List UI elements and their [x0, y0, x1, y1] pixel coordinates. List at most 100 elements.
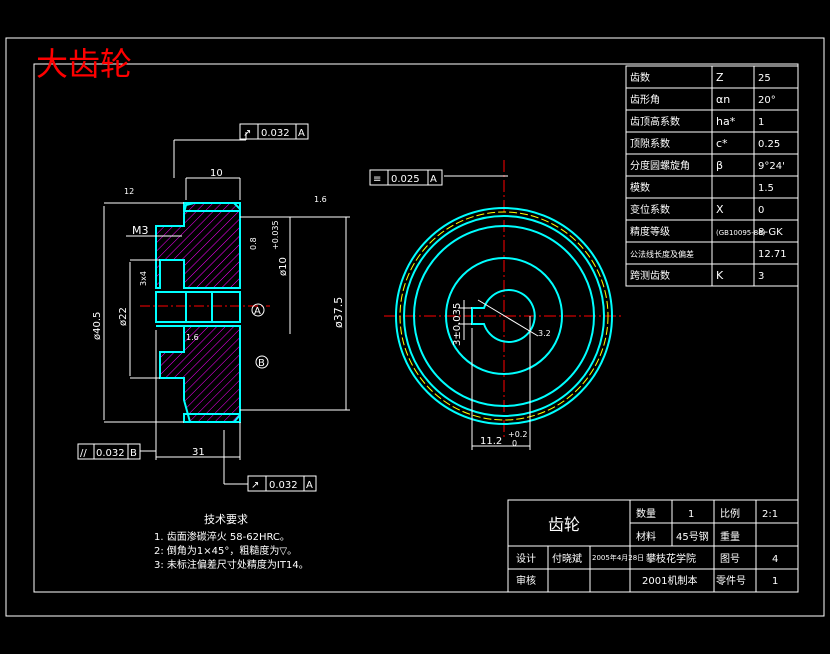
tech-req-item-2: 2: 倒角为1×45°，粗糙度为▽。 — [154, 544, 297, 557]
gear-root-circle — [403, 215, 605, 417]
svg-text:0.032: 0.032 — [96, 448, 125, 459]
param-name: 模数 — [630, 181, 650, 194]
title-check-label: 审核 — [516, 574, 536, 587]
dim-chamfer: 3x4 — [139, 271, 148, 286]
param-value: 1.5 — [758, 183, 774, 194]
dim-keyway-tol-upper: +0.2 — [508, 430, 527, 439]
param-symbol: β — [716, 159, 723, 172]
roughness-16a: 1.6 — [314, 195, 327, 204]
svg-text:↗: ↗ — [251, 480, 259, 491]
svg-text://: // — [80, 448, 87, 459]
svg-text:A: A — [306, 480, 313, 491]
title-designer: 付晓斌 — [552, 552, 582, 565]
tech-req-item-3: 3: 未标注偏差尺寸处精度为IT14。 — [154, 558, 309, 571]
title-qty: 1 — [688, 509, 694, 520]
gear-disk-circle — [413, 225, 595, 407]
param-symbol: Z — [716, 71, 724, 84]
dim-bore-tol-upper: +0.035 — [271, 220, 280, 250]
title-weight-label: 重量 — [720, 530, 740, 543]
param-value: 1 — [758, 117, 764, 128]
title-part-name: 齿轮 — [548, 515, 580, 534]
param-symbol: ha* — [716, 115, 736, 128]
title-design-label: 设计 — [516, 552, 536, 565]
roughness-12: 12 — [124, 187, 134, 196]
params-table: 齿数 Z 25 齿形角 αn 20° 齿顶高系数 ha* 1 顶隙系数 c* 0.25 分度圆螺旋角 β 9… — [625, 65, 799, 287]
title-part-no: 1 — [772, 576, 778, 587]
param-symbol: K — [716, 269, 724, 282]
tech-req-item-1: 1. 齿面渗碳淬火 58-62HRC。 — [154, 530, 290, 543]
gear-pitch-circle — [399, 211, 609, 421]
title-date: 2005年4月28日 — [592, 553, 644, 562]
param-name: 分度圆螺旋角 — [630, 159, 690, 172]
tol-frame-parallelism: // 0.032 B — [77, 443, 141, 460]
dim-width-10: 10 — [210, 168, 223, 179]
title-material: 45号钢 — [676, 530, 709, 543]
svg-text:A: A — [298, 128, 305, 139]
title-class-name: 2001机制本 — [642, 574, 697, 587]
roughness-08: 0.8 — [249, 237, 258, 250]
title-drawing-no: 4 — [772, 554, 778, 565]
param-name: 齿顶高系数 — [630, 115, 680, 128]
dim-thread-m3: M3 — [132, 224, 149, 237]
dim-keyway-depth: 11.2 — [480, 436, 502, 447]
dim-bore-diameter: ø10 — [278, 257, 289, 276]
param-name: 齿形角 — [630, 94, 660, 106]
param-value: 0.25 — [758, 139, 780, 150]
datum-a-label: A — [254, 306, 261, 317]
outer-frame — [5, 37, 825, 617]
param-symbol: X — [716, 203, 724, 216]
roughness-32: 3.2 — [538, 329, 551, 338]
gear-bore-keyway — [471, 289, 536, 343]
dim-disk-diameter: ø37.5 — [332, 297, 345, 328]
param-name: 齿数 — [630, 71, 650, 84]
svg-text:0.025: 0.025 — [391, 174, 420, 185]
title-school: 攀枝花学院 — [646, 552, 696, 565]
tech-requirements: 技术要求 1. 齿面渗碳淬火 58-62HRC。 2: 倒角为1×45°，粗糙度… — [154, 513, 309, 571]
param-name: 精度等级 — [630, 225, 670, 238]
gear-hub-circle — [445, 257, 563, 375]
title-qty-label: 数量 — [636, 507, 656, 520]
param-symbol: (GB10095-88) — [716, 229, 766, 237]
param-value: 25 — [758, 73, 771, 84]
gear-section — [155, 202, 241, 423]
tol-frame-runout-top: ↗ 0.032 A — [239, 123, 309, 140]
title-drawing-no-label: 图号 — [720, 553, 740, 565]
param-symbol: αn — [716, 93, 730, 106]
title-scale: 2:1 — [762, 509, 778, 520]
param-name: 变位系数 — [630, 203, 670, 216]
datum-b-marker — [255, 355, 269, 369]
param-value: 20° — [758, 95, 776, 106]
param-value: 3 — [758, 271, 764, 282]
param-name: 顶隙系数 — [630, 137, 670, 150]
side-view: ≡ 0.025 A 3±0.035 11.2 +0.2 0 3.2 — [369, 160, 622, 450]
svg-text:A: A — [430, 174, 437, 185]
roughness-16b: 1.6 — [186, 333, 199, 342]
svg-text:B: B — [130, 448, 137, 459]
datum-a-marker — [251, 303, 265, 317]
gear-tip-circle — [395, 207, 613, 425]
tech-req-heading: 技术要求 — [204, 513, 248, 526]
title-scale-label: 比例 — [720, 507, 740, 520]
param-value: 0 — [758, 205, 764, 216]
title-part-no-label: 零件号 — [716, 575, 746, 587]
svg-text:0.032: 0.032 — [269, 480, 298, 491]
param-name: 公法线长度及偏差 — [630, 249, 694, 259]
param-symbol: c* — [716, 137, 728, 150]
dim-length-31: 31 — [192, 447, 205, 458]
tol-frame-symmetry: ≡ 0.025 A — [369, 169, 443, 186]
dim-outer-diameter: ø40.5 — [92, 312, 103, 340]
param-value: 8-GK — [758, 227, 783, 238]
tol-frame-runout-bottom: ↗ 0.032 A — [247, 475, 317, 492]
svg-text:≡: ≡ — [373, 174, 381, 185]
drawing-title: 大齿轮 — [36, 45, 132, 83]
param-value: 9°24' — [758, 161, 785, 172]
title-block — [507, 499, 799, 593]
param-value: 12.71 — [758, 249, 787, 260]
title-material-label: 材料 — [636, 530, 656, 543]
svg-text:↗: ↗ — [243, 128, 251, 139]
dim-keyway-tol-lower: 0 — [512, 439, 517, 448]
dim-keyway-width: 3±0.035 — [452, 303, 463, 346]
param-name: 跨测齿数 — [630, 269, 670, 282]
inner-frame — [33, 63, 799, 593]
